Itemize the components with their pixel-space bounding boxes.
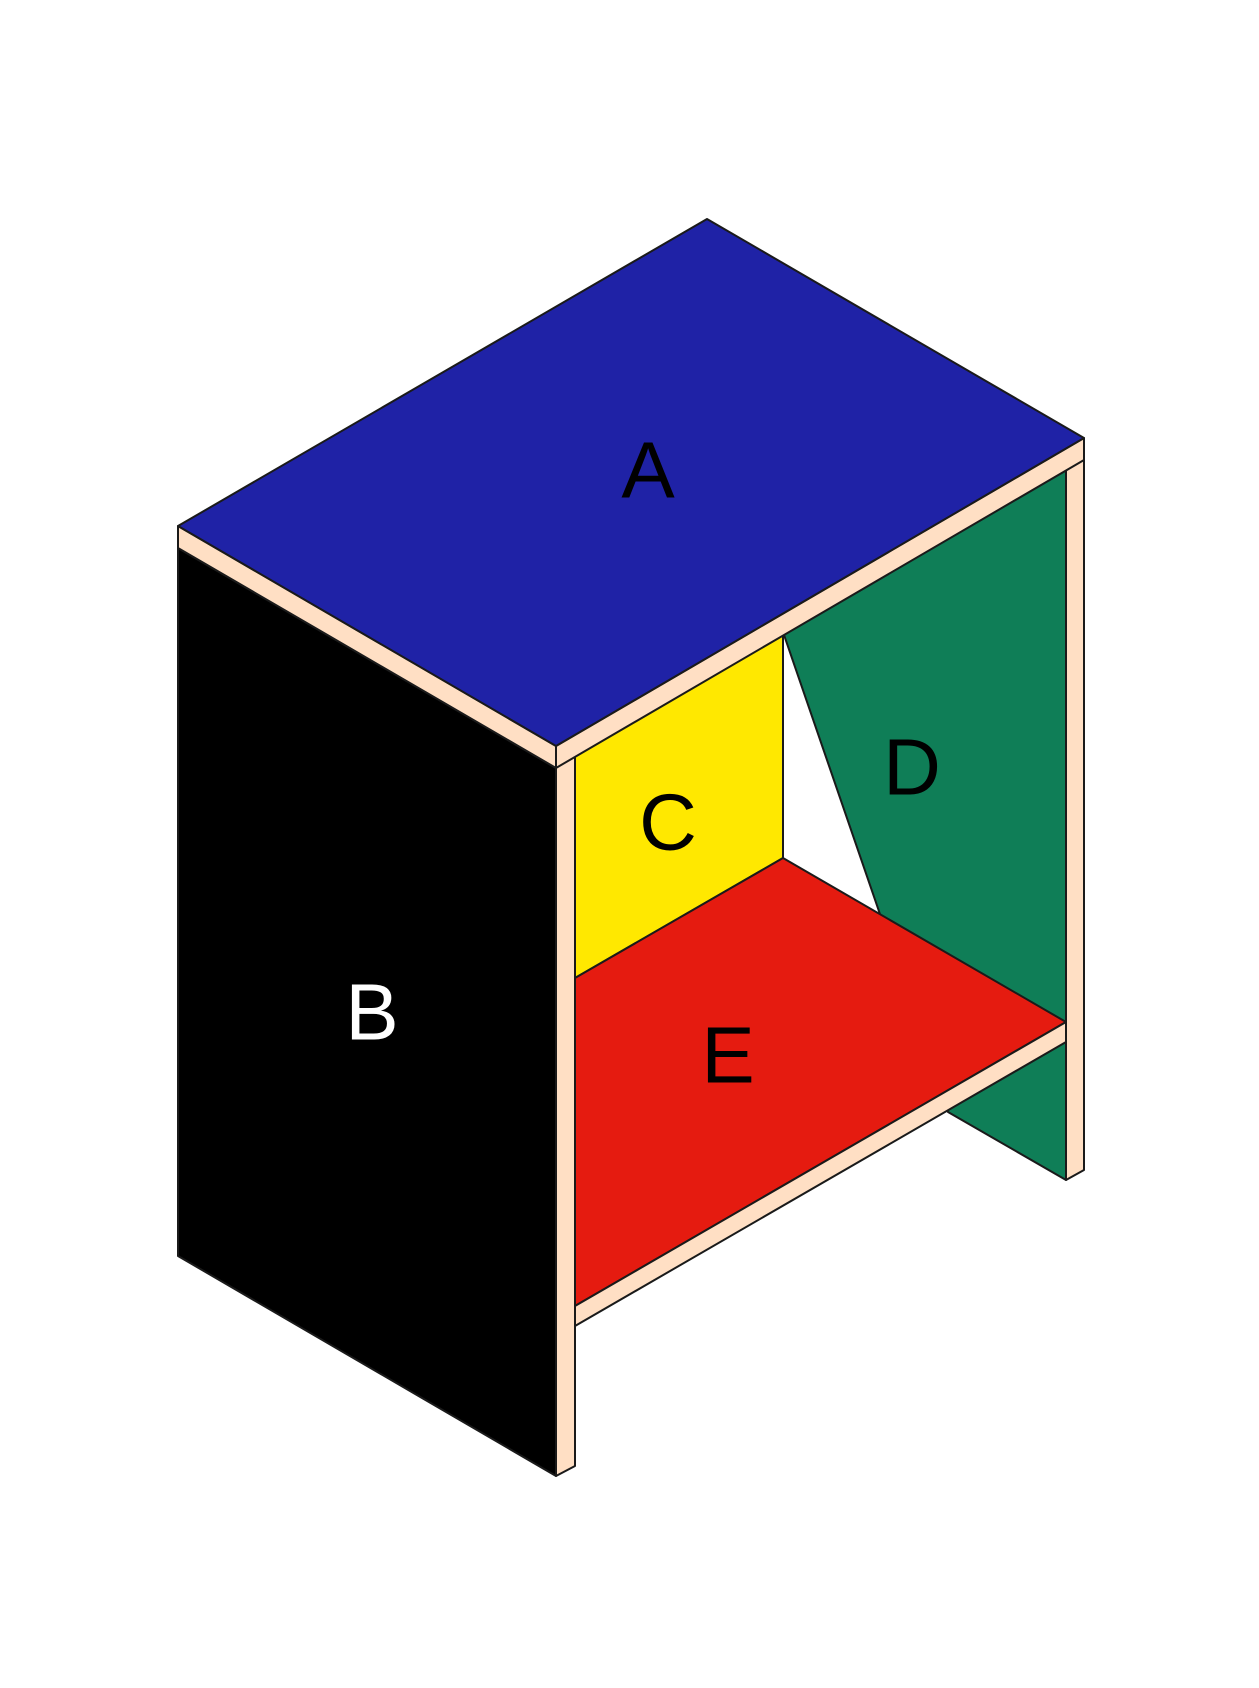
panel-top: [177, 218, 1085, 747]
label-back-left: C: [639, 778, 697, 867]
label-shelf: E: [701, 1011, 754, 1100]
label-left-side: B: [345, 968, 398, 1057]
label-top: A: [621, 426, 675, 515]
label-back-right: D: [883, 723, 941, 812]
edge-front-post: [555, 751, 576, 1477]
edge-right-post: [1065, 449, 1085, 1181]
